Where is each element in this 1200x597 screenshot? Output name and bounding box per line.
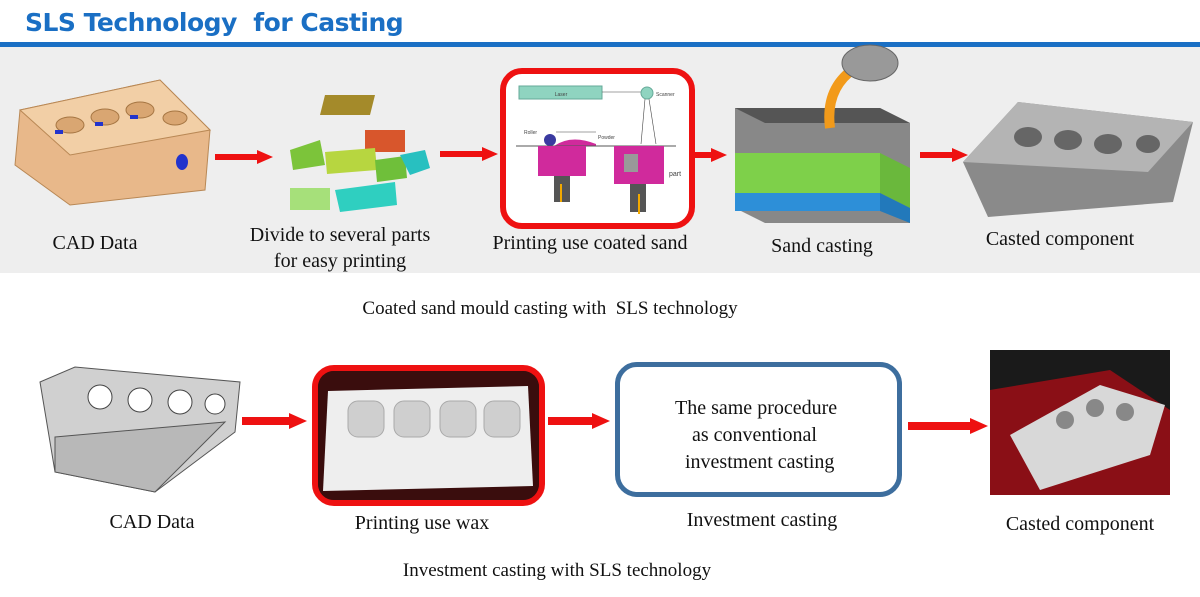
arrow-right-icon (920, 148, 968, 162)
arrow-right-icon (242, 413, 307, 429)
part-label: part (669, 171, 681, 178)
step-label-sand-casting: Sand casting (771, 235, 873, 257)
arrow-right-icon (215, 150, 273, 164)
bottom-flow-caption: Investment casting with SLS technology (402, 560, 712, 581)
casted-component-image (963, 102, 1193, 217)
wax-part-image (318, 371, 539, 500)
step-label-divide-line2: for easy printing (273, 250, 407, 272)
top-flow-caption: Coated sand mould casting with SLS techn… (362, 298, 738, 319)
casted-component-photo (990, 350, 1170, 495)
scanner-label: Scanner (656, 92, 675, 98)
page-title: SLS Technology for Casting (25, 8, 404, 37)
roller-label: Roller (524, 130, 537, 136)
cad-engine-image (14, 79, 212, 206)
step-label-divide-line1: Divide to several parts (249, 224, 431, 246)
step-label-investment-casting: Investment casting (686, 509, 838, 531)
title-underline (0, 42, 1200, 47)
step-label-cad-data: CAD Data (52, 232, 138, 254)
laser-label: Laser (555, 92, 568, 98)
procedure-line-3: investment casting (685, 451, 835, 473)
step-label-casted-component-bottom: Casted component (1005, 513, 1155, 535)
step-label-printing-coated-sand: Printing use coated sand (492, 232, 688, 254)
divided-parts-image (290, 95, 430, 212)
procedure-line-2: as conventional (692, 424, 817, 446)
procedure-line-1: The same procedure (675, 397, 838, 419)
coated-sand-printing-panel: Laser Scanner Roller Powder part (500, 68, 695, 229)
step-label-cad-data-bottom: CAD Data (109, 511, 195, 533)
arrow-right-icon (693, 148, 727, 162)
step-label-casted-component: Casted component (985, 228, 1135, 250)
arrow-right-icon (548, 413, 610, 429)
cad-engine-gray-image (39, 366, 241, 493)
investment-casting-procedure-box: The same procedure as conventional inves… (615, 362, 902, 497)
sls-process-diagram: Laser Scanner Roller Powder part (516, 85, 681, 214)
arrow-right-icon (440, 147, 498, 161)
step-label-printing-wax: Printing use wax (354, 512, 490, 534)
arrow-right-icon (908, 418, 988, 434)
powder-label: Powder (598, 135, 615, 141)
wax-printing-panel (312, 365, 545, 506)
sand-casting-image (735, 44, 910, 223)
